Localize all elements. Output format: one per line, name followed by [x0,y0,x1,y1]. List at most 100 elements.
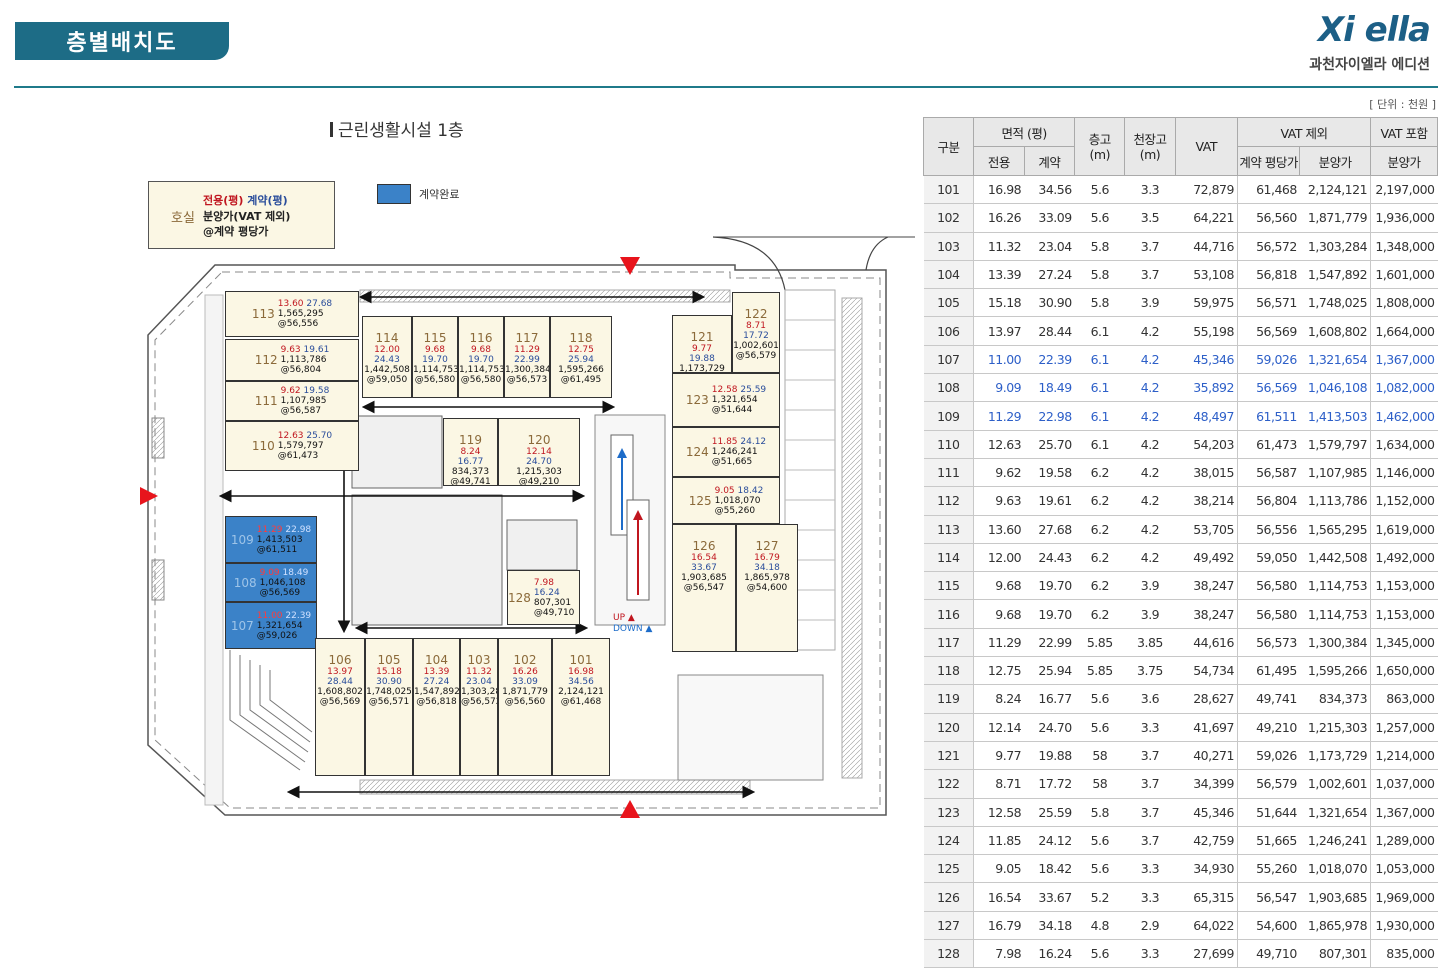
table-cell: 5.8 [1074,288,1125,318]
down-label: DOWN ▲ [613,624,653,634]
table-cell: 9.68 [973,571,1025,601]
unit-number: 126 [692,539,716,553]
unit-contract-area: 16.24 [533,587,560,598]
unit-pyeong-price: @61,511 [256,544,298,555]
th-gubun: 구분 [922,117,975,176]
table-cell: 1,114,753 [1299,599,1371,629]
table-cell: 1,082,000 [1370,373,1438,403]
table-cell: 3.7 [1124,741,1176,771]
unit-price: 1,865,978 [744,573,790,583]
table-cell: 45,346 [1175,798,1238,827]
table-cell: 1,547,892 [1299,260,1371,290]
table-cell: 27.68 [1024,515,1075,544]
unit-exclusive-area: 13.97 [327,667,353,677]
table-cell: 3.3 [1124,175,1176,205]
unit-pyeong-price: @59,026 [256,630,298,641]
th-floor-height: 층고 (m) [1074,117,1126,176]
unit-contract-area: 16.77 [457,457,484,467]
unit-price: 1,046,108 [259,577,306,588]
table-cell: 19.61 [1024,486,1075,516]
unit-price: 1,002,601 [733,341,779,351]
table-cell: 33.67 [1024,882,1075,912]
unit-pyeong-price: @56,569 [319,697,361,707]
row-unit-id: 122 [923,769,975,799]
row-unit-id: 118 [923,656,975,686]
table-cell: 3.3 [1124,939,1176,969]
table-cell: 13.60 [973,515,1025,544]
table-cell: 6.2 [1074,599,1125,629]
row-unit-id: 112 [923,486,975,516]
th-area: 면적 (평) [973,117,1076,147]
table-cell: 6.1 [1074,401,1125,431]
legend-price: 분양가(VAT 제외) [203,210,291,223]
table-cell: 5.6 [1074,939,1125,969]
table-cell: 7.98 [973,939,1025,969]
table-cell: 1,367,000 [1370,345,1438,375]
unit-contract-area: 34.56 [568,677,594,687]
row-unit-id: 111 [923,458,975,488]
table-cell: 1,619,000 [1370,515,1438,544]
unit-exclusive-area: 9.09 [259,567,280,578]
row-unit-id: 108 [923,373,975,403]
unit-pyeong-price: @56,580 [414,375,456,385]
sold-label: 계약완료 [419,188,460,201]
table-cell: 56,569 [1236,373,1300,403]
unit-contract-area: 22.99 [514,355,540,365]
unit-exclusive-area: 16.54 [691,553,717,563]
table-cell: 6.2 [1074,515,1125,544]
table-cell: 56,580 [1236,599,1300,629]
table-cell: 65,315 [1175,882,1238,912]
table-cell: 35,892 [1175,373,1238,403]
table-cell: 42,759 [1175,826,1238,856]
table-cell: 9.09 [973,373,1025,403]
escalator-legend: UP ▲ DOWN ▲ [613,613,652,635]
unit-number: 118 [569,331,593,345]
table-cell: 5.8 [1074,798,1125,827]
unit-price: 1,321,654 [256,620,303,631]
table-cell: 24.70 [1024,713,1075,742]
row-unit-id: 117 [923,628,975,658]
unit-exclusive-area: 9.63 [280,345,301,355]
table-cell: 61,473 [1236,430,1300,459]
legend-box: 호실 전용(평) 계약(평) 분양가(VAT 제외) @계약 평당가 [148,181,335,249]
floor-plan: 근린생활시설 1층 호실 전용(평) 계약(평) 분양가(VAT 제외) @계약… [140,121,915,818]
table-cell: 33.09 [1024,203,1075,233]
table-cell: 1,865,978 [1299,911,1371,941]
unit-contract-area: 34.18 [754,563,780,573]
unit-exclusive-area: 11.00 [256,610,283,621]
